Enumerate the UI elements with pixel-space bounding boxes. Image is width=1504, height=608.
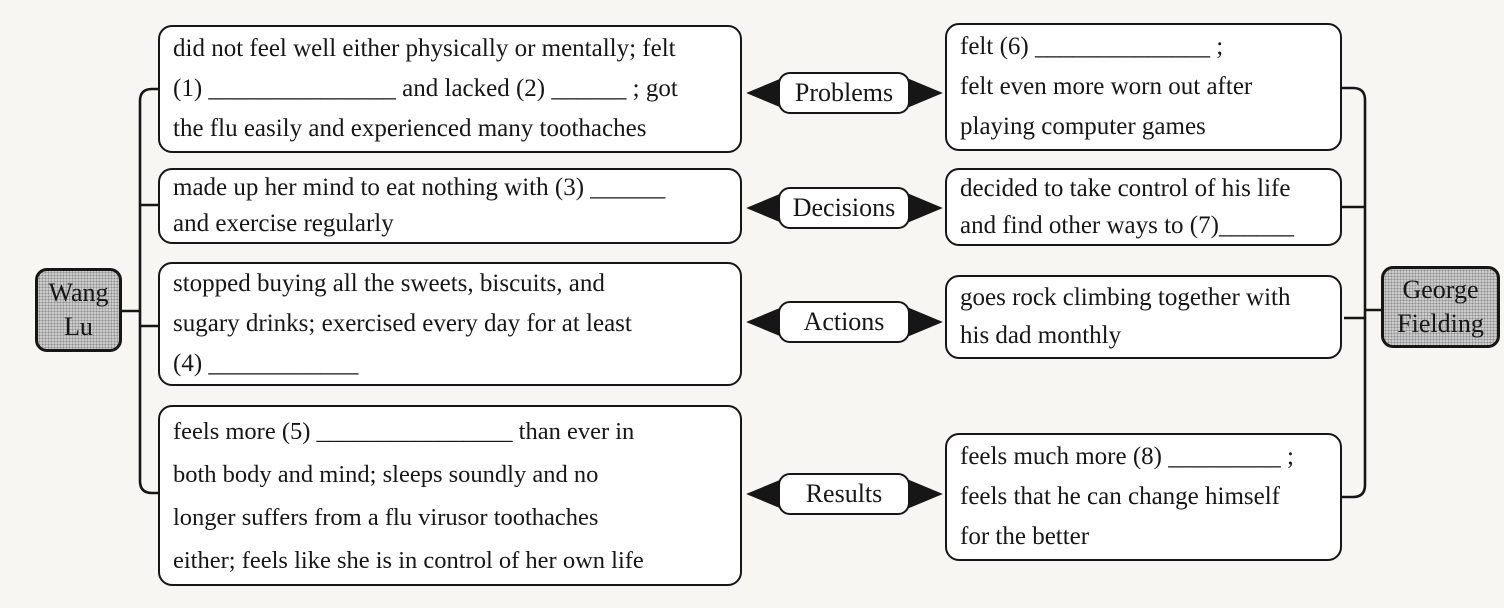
wang-decisions-box: made up her mind to eat nothing with (3)… (158, 168, 742, 244)
text-line: for the better (960, 523, 1090, 550)
text-line: made up her mind to eat nothing with (3)… (173, 174, 666, 201)
category-label-results: Results (778, 473, 910, 515)
wang-problems-box: did not feel well either physically or m… (158, 25, 742, 153)
text-line: Fielding (1397, 309, 1484, 338)
text-line: Wang (48, 278, 109, 307)
text-line: his dad monthly (960, 322, 1122, 349)
text-line: stopped buying all the sweets, biscuits,… (173, 270, 605, 297)
category-label-decisions: Decisions (778, 187, 910, 229)
george-actions-box: goes rock climbing together with his dad … (945, 275, 1342, 359)
text-line: felt (6) ______________ ; (960, 33, 1224, 60)
george-decisions-box: decided to take control of his life and f… (945, 168, 1342, 246)
text-line: decided to take control of his life (960, 175, 1291, 202)
text-line: felt even more worn out after (960, 73, 1253, 100)
text-line: playing computer games (960, 113, 1206, 140)
text-line: goes rock climbing together with (960, 284, 1291, 311)
wang-results-box: feels more (5) ________________ than eve… (158, 405, 742, 586)
text-line: did not feel well either physically or m… (173, 35, 676, 62)
text-line: either; feels like she is in control of … (173, 546, 644, 574)
text-line: and find other ways to (7)______ (960, 212, 1294, 239)
text-line: Lu (64, 312, 93, 341)
text-line: longer suffers from a flu virusor tootha… (173, 503, 599, 531)
text-line: George (1402, 275, 1479, 304)
text-line: feels that he can change himself (960, 483, 1280, 510)
text-line: and exercise regularly (173, 210, 394, 237)
george-results-box: feels much more (8) _________ ; feels tha… (945, 433, 1342, 561)
category-label-problems: Problems (778, 72, 910, 114)
text-line: the flu easily and experienced many toot… (173, 115, 647, 142)
left-bracket (138, 87, 158, 495)
text-line: sugary drinks; exercised every day for a… (173, 310, 632, 337)
text-line: (1) _______________ and lacked (2) _____… (173, 75, 678, 102)
wang-actions-box: stopped buying all the sweets, biscuits,… (158, 262, 742, 386)
george-problems-box: felt (6) ______________ ; felt even more … (945, 23, 1342, 151)
text-line: feels more (5) ________________ than eve… (173, 417, 635, 445)
text-line: feels much more (8) _________ ; (960, 443, 1294, 470)
text-line: (4) ____________ (173, 350, 359, 377)
right-bracket (1342, 86, 1367, 499)
text-line: both body and mind; sleeps soundly and n… (173, 460, 599, 488)
category-label-actions: Actions (778, 301, 910, 343)
